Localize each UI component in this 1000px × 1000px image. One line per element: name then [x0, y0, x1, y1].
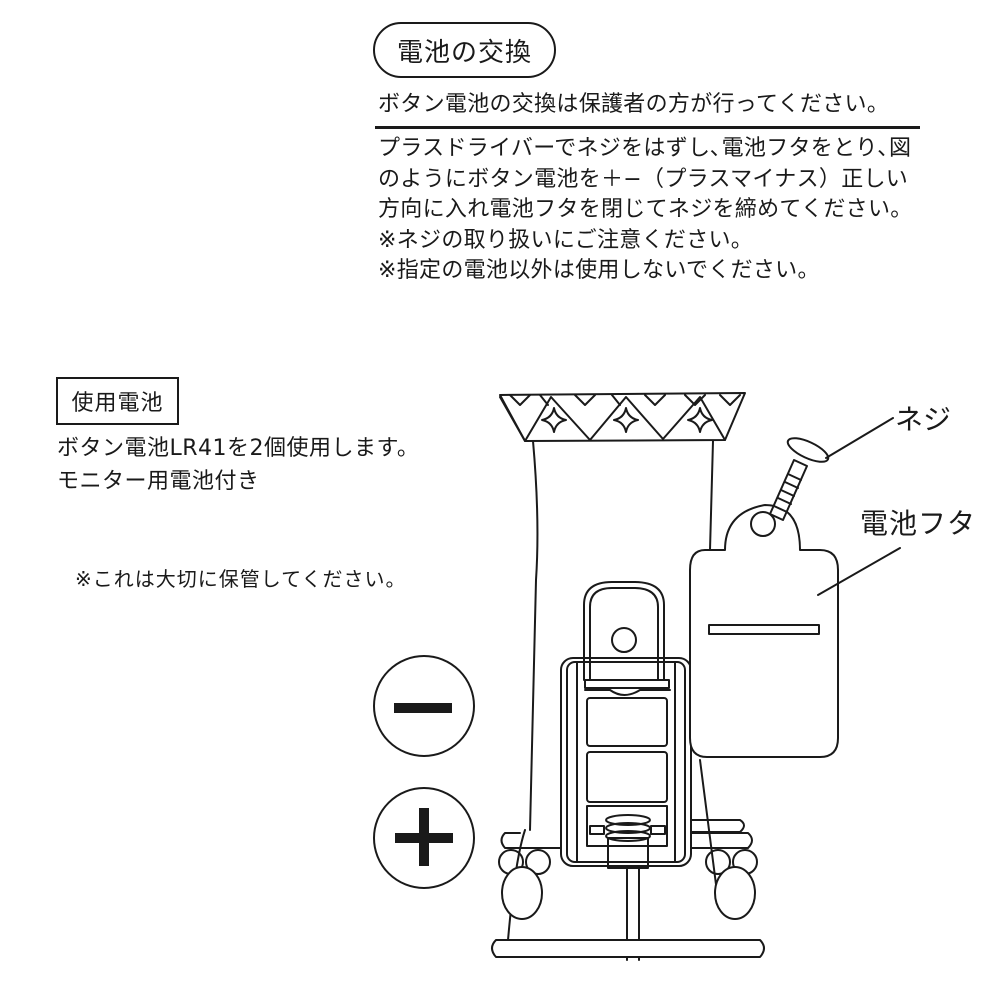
- instruction-line: ※指定の電池以外は使用しないでください。: [378, 258, 820, 283]
- keep-note: ※これは大切に保管してください。: [75, 567, 407, 591]
- battery-label-box: 使用電池: [56, 377, 179, 425]
- battery-compartment: [560, 581, 692, 961]
- screw-label: ネジ: [895, 403, 952, 436]
- crown-decoration: [499, 392, 746, 442]
- section-title-badge: 電池の交換: [373, 22, 556, 78]
- battery-cover-label: 電池フタ: [860, 507, 977, 540]
- instruction-line: のようにボタン電池を＋−（プラスマイナス）正しい: [378, 166, 909, 192]
- section-title: 電池の交換: [396, 37, 532, 68]
- caution-subtitle: ボタン電池の交換は保護者の方が行ってください。: [378, 92, 890, 117]
- device-base: [491, 819, 765, 958]
- screw[interactable]: [750, 433, 831, 537]
- battery-label: 使用電池: [71, 391, 164, 416]
- plus-icon: [373, 787, 475, 889]
- cover-leader-line: [817, 547, 901, 596]
- instruction-line: ※ネジの取り扱いにご注意ください。: [378, 227, 754, 253]
- battery-cover[interactable]: [689, 504, 839, 758]
- instruction-line: 方向に入れ電池フタを閉じてネジを締めてください。: [378, 197, 913, 222]
- instructions: プラスドライバーでネジをはずし､電池フタをとり､図 のようにボタン電池を＋−（プ…: [378, 134, 913, 287]
- divider: [375, 126, 920, 129]
- screw-leader-line: [825, 417, 894, 459]
- battery-line: モニター用電池付き: [57, 469, 260, 494]
- instruction-line: プラスドライバーでネジをはずし､電池フタをとり､図: [378, 136, 912, 161]
- battery-description: ボタン電池LR41を2個使用します。 モニター用電池付き: [57, 432, 419, 498]
- battery-line: ボタン電池LR41を2個使用します。: [57, 436, 420, 461]
- minus-icon: [373, 655, 475, 757]
